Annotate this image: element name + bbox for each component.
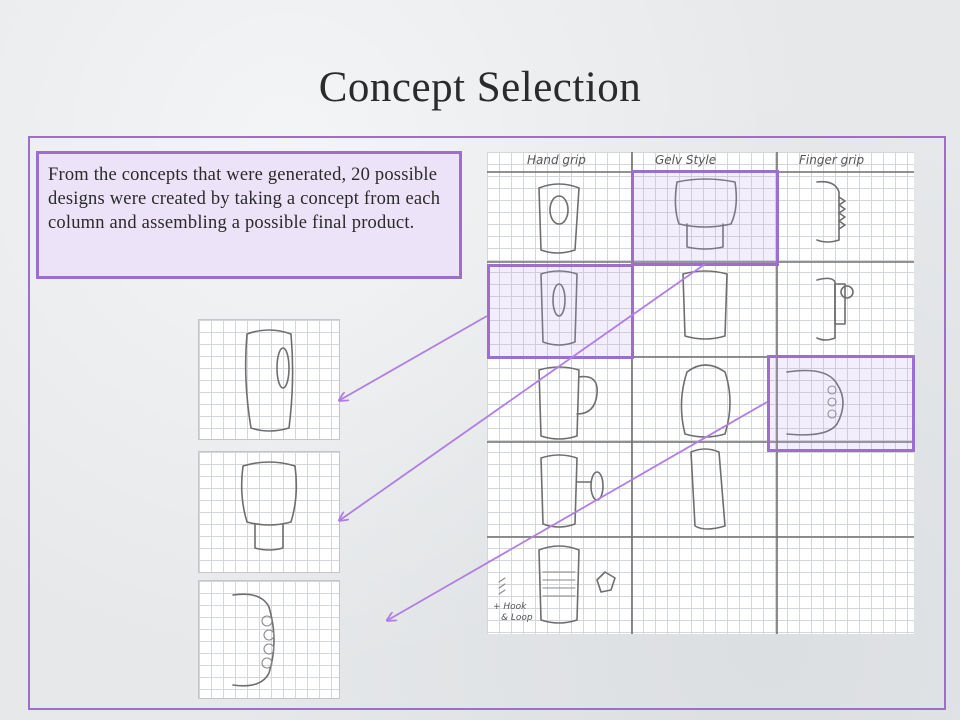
callout-text-box: From the concepts that were generated, 2…	[36, 151, 462, 279]
side-note-hook: + Hook	[493, 602, 527, 612]
gelv-style-sketch	[240, 461, 298, 551]
finger-grip-sketch	[232, 593, 275, 687]
column-header-hand-grip: Hand grip	[527, 153, 586, 167]
slide-title: Concept Selection	[318, 64, 642, 111]
hand-grip-sketch	[244, 329, 294, 432]
side-note-loop: & Loop	[501, 613, 533, 623]
selected-gelv-style-thumbnail	[198, 451, 340, 573]
content-frame	[28, 136, 946, 710]
selected-finger-grip-concept	[767, 355, 915, 452]
selected-hand-grip-thumbnail	[198, 319, 340, 440]
selected-finger-grip-thumbnail	[198, 580, 340, 699]
selected-gelv-style-concept	[631, 170, 779, 266]
column-header-gelv-style: Gelv Style	[655, 153, 717, 167]
selected-hand-grip-concept	[487, 264, 634, 359]
column-header-finger-grip: Finger grip	[799, 153, 865, 167]
